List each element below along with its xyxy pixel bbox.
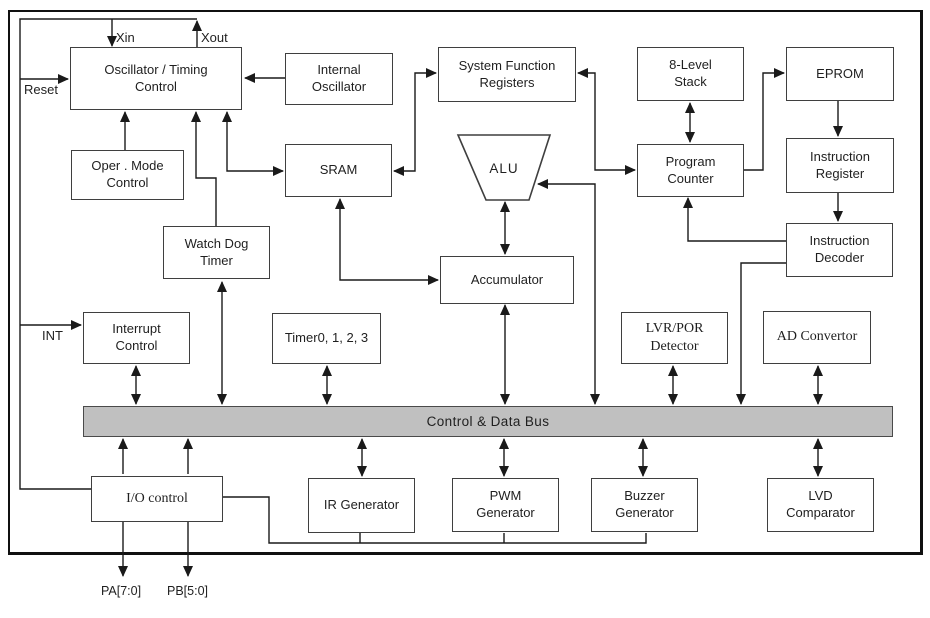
- wire-pc-eprom: [743, 68, 785, 171]
- wire-wdt-osc: [191, 111, 217, 226]
- block-oper-mode-control: Oper . Mode Control: [71, 150, 184, 200]
- wire-idec-pc: [683, 197, 786, 242]
- alu-label: ALU: [489, 160, 519, 176]
- block-8-level-stack: 8-Level Stack: [637, 47, 744, 101]
- wire-sram-sfr: [393, 68, 437, 176]
- block-program-counter: Program Counter: [637, 144, 744, 197]
- pin-label-int: INT: [42, 328, 63, 343]
- wire-left-rail: [19, 18, 197, 490]
- block-ir-generator: IR Generator: [308, 478, 415, 533]
- pin-label-port-a: PA[7:0]: [101, 584, 142, 598]
- pin-label-xout: Xout: [201, 30, 228, 45]
- pin-label-xin: Xin: [116, 30, 135, 45]
- pin-label-reset: Reset: [24, 82, 58, 97]
- control-data-bus: Control & Data Bus: [83, 406, 893, 437]
- wire-alu-bus: [537, 179, 600, 405]
- block-instruction-decoder: Instruction Decoder: [786, 223, 893, 277]
- block-accumulator: Accumulator: [440, 256, 574, 304]
- block-oscillator-timing-control: Oscillator / Timing Control: [70, 47, 242, 110]
- block-io-control: I/O control: [91, 476, 223, 522]
- block-buzzer-generator: Buzzer Generator: [591, 478, 698, 532]
- block-lvr-por-detector: LVR/POR Detector: [621, 312, 728, 364]
- block-sram: SRAM: [285, 144, 392, 197]
- block-lvd-comparator: LVD Comparator: [767, 478, 874, 532]
- wire-osc-sram: [222, 111, 284, 176]
- block-interrupt-control: Interrupt Control: [83, 312, 190, 364]
- block-watch-dog-timer: Watch Dog Timer: [163, 226, 270, 279]
- block-instruction-register: Instruction Register: [786, 138, 894, 193]
- block-timers: Timer0, 1, 2, 3: [272, 313, 381, 364]
- wire-io-peripheral-net: [223, 496, 647, 544]
- wire-sfr-pc: [577, 68, 636, 175]
- wire-sram-acc: [335, 198, 439, 285]
- alu-shape: [456, 134, 552, 201]
- block-pwm-generator: PWM Generator: [452, 478, 559, 532]
- pin-label-port-b: PB[5:0]: [167, 584, 208, 598]
- wire-idec-bus: [736, 262, 786, 405]
- block-eprom: EPROM: [786, 47, 894, 101]
- block-internal-oscillator: Internal Oscillator: [285, 53, 393, 105]
- block-system-function-registers: System Function Registers: [438, 47, 576, 102]
- block-ad-convertor: AD Convertor: [763, 311, 871, 364]
